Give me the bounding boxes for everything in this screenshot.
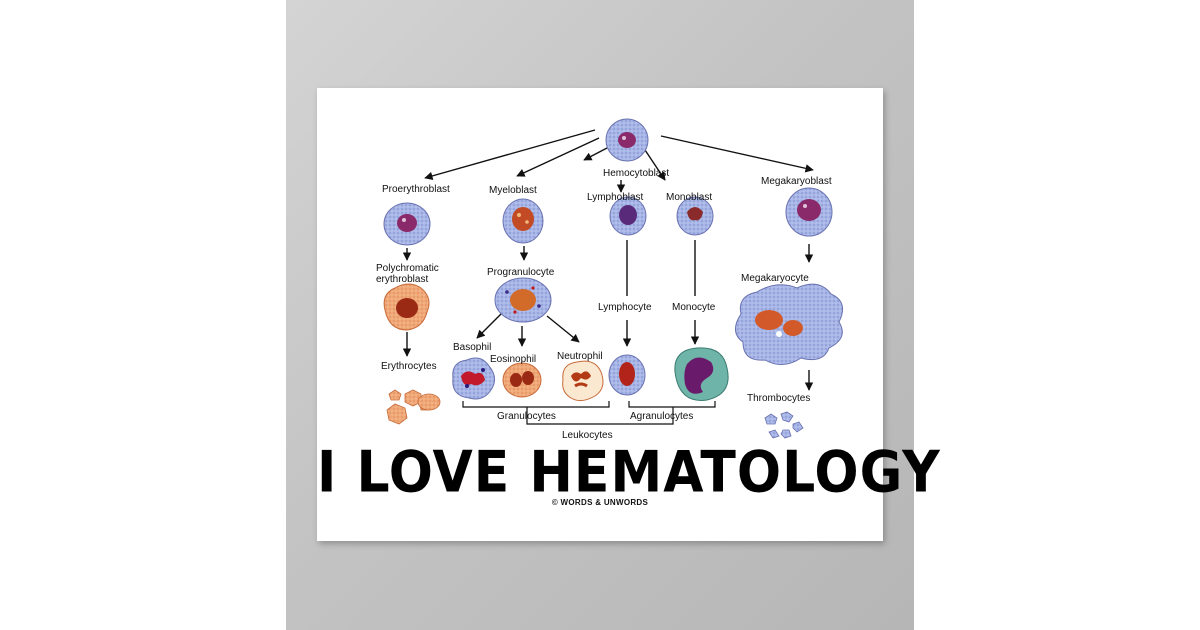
- label-megakaryocyte: Megakaryocyte: [741, 273, 809, 284]
- cell-proerythroblast: [383, 202, 431, 246]
- arrow-to-hemocytoblast-center: [583, 147, 608, 161]
- arrow-to-monoblast: [644, 149, 666, 181]
- cell-polychromatic-erythroblast: [383, 283, 430, 331]
- cell-progranulocyte: [494, 277, 552, 323]
- label-monocyte: Monocyte: [672, 302, 716, 313]
- arrow-to-proerythroblast: [424, 129, 596, 180]
- label-neutrophil: Neutrophil: [557, 351, 603, 362]
- label-megakaryoblast: Megakaryoblast: [761, 176, 832, 187]
- cell-hemocytoblast: [605, 118, 649, 162]
- cell-lymphocyte: [608, 354, 646, 396]
- label-lymphocyte: Lymphocyte: [598, 302, 652, 313]
- label-progranulocyte: Progranulocyte: [487, 267, 555, 278]
- label-polychromatic-line1: Polychromatic: [376, 263, 439, 274]
- label-agranulocytes: Agranulocytes: [630, 411, 693, 422]
- cell-thrombocytes: [764, 411, 804, 439]
- cell-labels: Hemocytoblast Proerythroblast Myeloblast…: [376, 168, 832, 441]
- label-erythrocytes: Erythrocytes: [381, 361, 437, 372]
- cell-neutrophil: [562, 360, 604, 402]
- label-polychromatic-line2: erythroblast: [376, 274, 428, 285]
- label-proerythroblast: Proerythroblast: [382, 184, 450, 195]
- label-granulocytes: Granulocytes: [497, 411, 556, 422]
- label-monoblast: Monoblast: [666, 192, 712, 203]
- arrow-to-megakaryoblast: [660, 135, 814, 173]
- bracket-agranulocytes: [628, 401, 716, 408]
- cell-monoblast: [676, 196, 714, 236]
- label-eosinophil: Eosinophil: [490, 354, 536, 365]
- cell-megakaryocyte: [735, 283, 844, 365]
- cell-erythrocytes: [386, 389, 441, 425]
- copyright-credit: © WORDS & UNWORDS: [551, 498, 649, 507]
- cell-lymphoblast: [609, 196, 647, 236]
- cell-basophil: [452, 357, 495, 400]
- arrow-to-basophil: [476, 311, 504, 339]
- poster-title: I LOVE HEMATOLOGY: [317, 440, 941, 506]
- cell-megakaryoblast: [785, 187, 833, 237]
- label-lymphoblast: Lymphoblast: [587, 192, 644, 203]
- group-brackets: [462, 401, 716, 425]
- bracket-granulocytes: [462, 401, 610, 408]
- cell-monocyte: [674, 347, 729, 401]
- hematopoiesis-diagram: Hemocytoblast Proerythroblast Myeloblast…: [376, 118, 844, 441]
- cell-myeloblast: [502, 198, 544, 244]
- cell-eosinophil: [502, 362, 542, 398]
- label-leukocytes: Leukocytes: [562, 430, 613, 441]
- label-basophil: Basophil: [453, 342, 491, 353]
- bracket-leukocytes: [526, 407, 674, 425]
- arrows: [402, 129, 814, 391]
- label-hemocytoblast: Hemocytoblast: [603, 168, 669, 179]
- label-thrombocytes: Thrombocytes: [747, 393, 810, 404]
- arrow-to-myeloblast: [516, 137, 600, 177]
- poster: Hemocytoblast Proerythroblast Myeloblast…: [317, 88, 941, 541]
- label-myeloblast: Myeloblast: [489, 185, 537, 196]
- arrow-to-neutrophil: [546, 315, 580, 343]
